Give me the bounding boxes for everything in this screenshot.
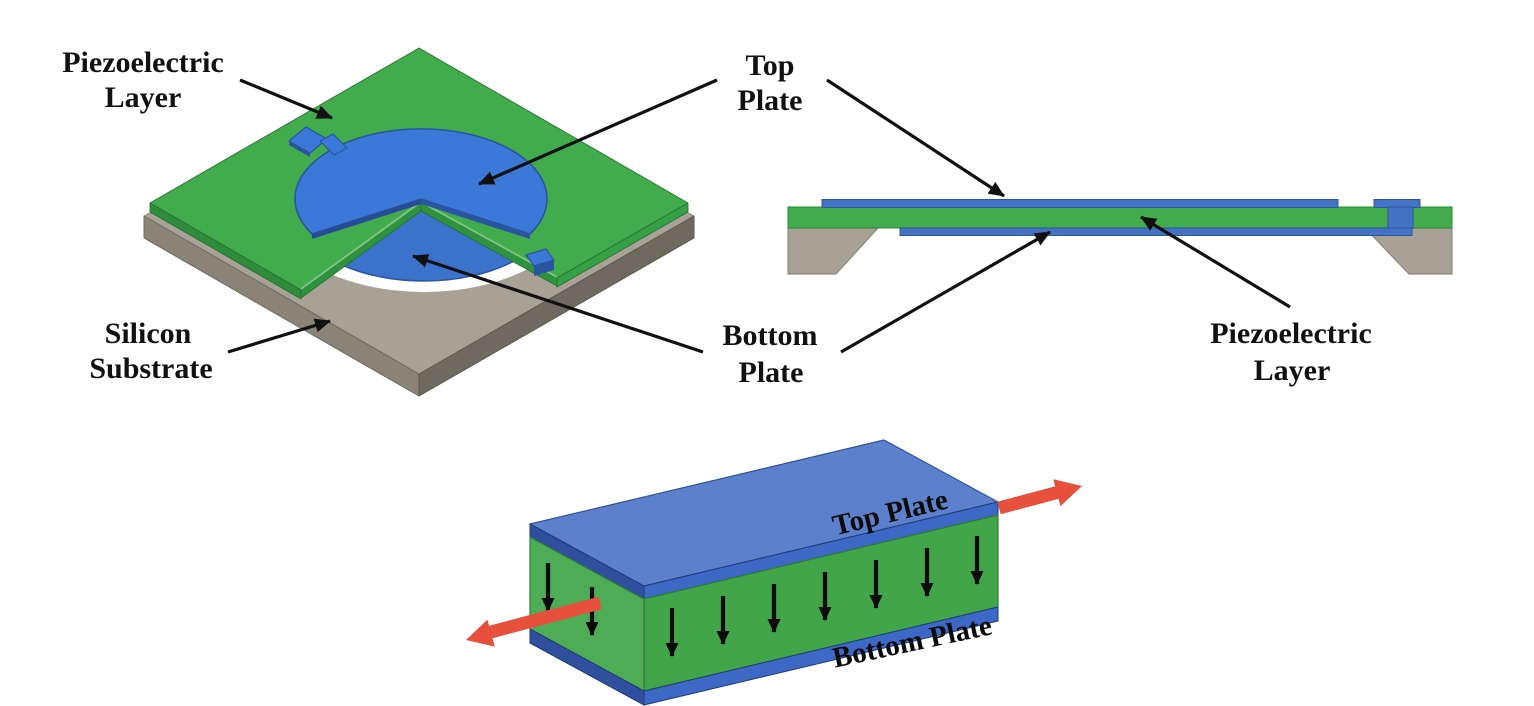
substrate-side-right (418, 215, 695, 397)
leader-arrow (478, 78, 718, 186)
label-text: Substrate (89, 352, 212, 385)
label-text: Top (746, 49, 795, 82)
label-text: Bottom (723, 319, 818, 352)
leader-arrow (412, 254, 704, 354)
piezo-layer-side-left (149, 202, 302, 300)
bottom-tab-front (534, 260, 554, 276)
isometric-device-view (143, 47, 695, 397)
label-text: Silicon (105, 317, 192, 350)
electrode-pad (288, 126, 328, 154)
top-plate-cut-edge-left (312, 199, 421, 239)
label-bottom-plate: Bottom Plate (412, 230, 1051, 389)
leader-arrow (840, 230, 1051, 354)
unit-cell-view: Top Plate Bottom Plate (466, 439, 1082, 706)
strain-arrow-right-head (1053, 479, 1082, 507)
xs-bottom-plate (899, 227, 1413, 236)
box-bottom-band-left (529, 628, 645, 706)
cross-section-view (787, 199, 1453, 275)
strain-arrow-right-shaft (997, 485, 1061, 515)
leader-arrow (1140, 215, 1291, 309)
top-plate-disc (294, 128, 548, 235)
annotations: Piezoelectric Layer Silicon Substrate To… (62, 46, 1372, 389)
electrode-pad-side (289, 141, 310, 157)
label-text: Plate (738, 84, 803, 117)
label-text: Piezoelectric (1210, 317, 1372, 350)
xs-substrate-left (787, 227, 879, 275)
leader-arrow (227, 318, 331, 354)
xs-contact-cap (1373, 199, 1421, 208)
strain-arrow-left-shaft (487, 596, 602, 639)
label-text: Piezoelectric (62, 46, 224, 79)
field-arrows (541, 536, 984, 657)
strain-arrow-left-head (466, 619, 495, 647)
electrode-neck (319, 133, 348, 156)
label-piezoelectric-layer-left: Piezoelectric Layer (62, 46, 333, 120)
xs-top-plate (821, 199, 1339, 208)
top-plate-cut-edge-right (421, 199, 530, 239)
leader-arrow (239, 78, 333, 120)
bottom-tab-top (525, 248, 555, 267)
label-piezoelectric-layer-right: Piezoelectric Layer (1140, 215, 1372, 387)
xs-via (1387, 206, 1414, 229)
label-text: Layer (1254, 354, 1331, 387)
strain-arrow-left (466, 596, 602, 647)
label-silicon-substrate: Silicon Substrate (89, 317, 331, 385)
wedge-wall-left-highlight (300, 201, 422, 290)
xs-piezo-layer (787, 206, 1453, 229)
label-top-plate: Top Plate (478, 49, 1005, 198)
label-text: Layer (105, 81, 182, 114)
strain-arrow-right (997, 479, 1082, 515)
label-text: Plate (739, 356, 804, 389)
leader-arrow (826, 78, 1005, 198)
